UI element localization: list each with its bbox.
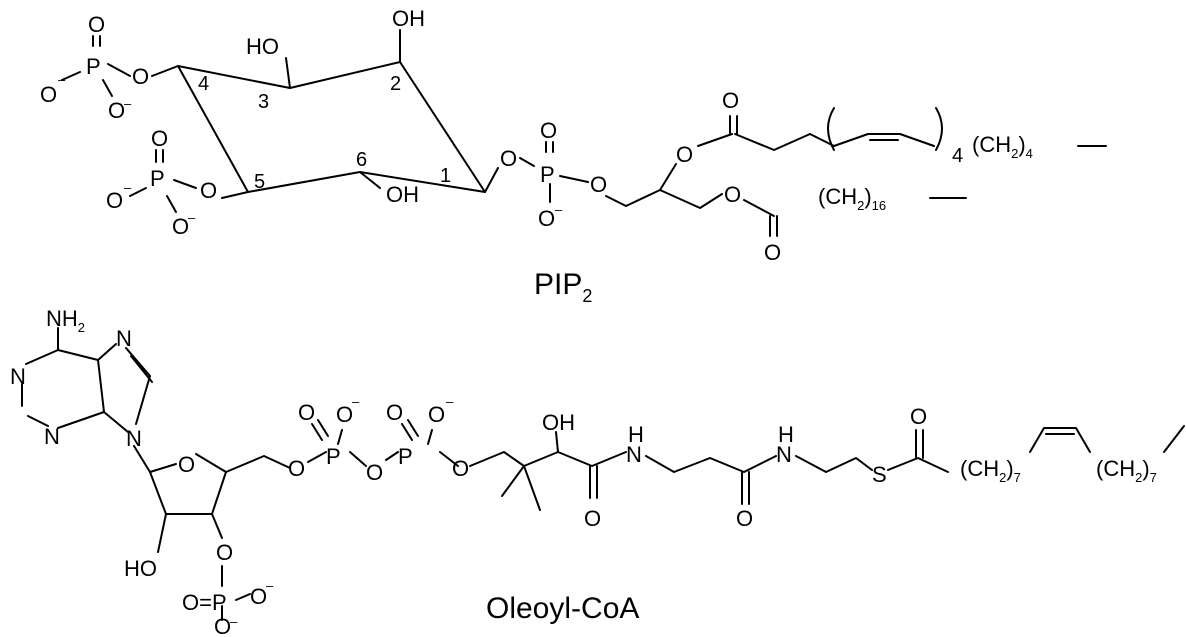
oleoyl-ch2-label-b: (CH2)7 (1096, 456, 1157, 485)
oleoyl-amide2-n: N (776, 442, 792, 467)
oleoyl-3prime-phosphate-bonds (221, 565, 251, 621)
oleoyl-p1-o-double: O (298, 400, 315, 425)
oleoyl-o-bridge: O (366, 460, 383, 485)
pip2-chain-repeat-bonds (809, 133, 935, 147)
pip2-chain-repeat-count: 4 (952, 145, 963, 167)
pip2-oh-c2: OH (392, 6, 425, 31)
pip2-ester1-o-link: O (676, 142, 693, 167)
oleoyl-p3: P (212, 590, 227, 615)
pip2-structure: OH HO OH 4 3 2 6 1 5 O P O O – O – O P O… (40, 6, 1107, 306)
pip2-ring-number-6: 6 (356, 149, 367, 171)
oleoyl-terminal-bond (1163, 425, 1185, 453)
pip2-chain-bracket-right (935, 107, 943, 151)
oleoyl-charge: – (266, 578, 274, 593)
pip2-name: PIP2 (534, 268, 592, 306)
pip2-ring-substituent-bonds (151, 29, 499, 199)
pip2-charge: – (555, 202, 563, 217)
oleoyl-charge: – (230, 614, 238, 629)
pip2-phosphate-upper-o-left: O (40, 82, 57, 107)
pip2-phosphate-lower-o-link: O (200, 178, 217, 203)
oleoyl-ribose-o: O (178, 452, 195, 477)
oleoyl-p1: P (326, 444, 341, 469)
oleoyl-amide1-h: H (628, 422, 644, 447)
pip2-ch2-label-b: (CH2)16 (818, 184, 886, 213)
pip2-ester1-o-carbonyl: O (722, 88, 739, 113)
pip2-ester2-o-carbonyl: O (764, 240, 781, 265)
pip2-ring-number-3: 3 (258, 91, 269, 113)
oleoyl-amide2-o: O (736, 506, 753, 531)
pip2-diester-o-bottom: O (538, 206, 555, 231)
oleoyl-nh2: NH2 (46, 306, 85, 335)
pip2-ring-number-4: 4 (198, 73, 209, 95)
pip2-charge: – (124, 96, 132, 111)
oleoyl-ho: HO (124, 556, 157, 581)
oleoyl-charge: – (352, 394, 360, 409)
pip2-diester-o-left: O (500, 146, 517, 171)
pip2-phosphate-upper-o-bottom: O (108, 98, 125, 123)
pip2-charge: – (124, 180, 132, 195)
oleoyl-amide2-h: H (778, 422, 794, 447)
pip2-phosphate-upper-o-double: O (88, 12, 105, 37)
pip2-charge: – (58, 72, 66, 87)
oleoyl-charge: – (446, 394, 454, 409)
oleoyl-diphosphate-bonds (307, 419, 459, 467)
oleoyl-o-3prime: O (216, 540, 233, 565)
oleoyl-cis-double-bond (1029, 427, 1091, 453)
oleoyl-coa-name: Oleoyl-CoA (486, 592, 639, 625)
pip2-glycerol-bonds (605, 115, 811, 237)
oleoyl-n9: N (126, 426, 142, 451)
pip2-ring-bonds (177, 61, 486, 193)
oleoyl-thioester-o: O (910, 404, 927, 429)
oleoyl-oh: OH (542, 410, 575, 435)
pip2-chain-bracket-left (827, 107, 835, 151)
oleoyl-p2-o-double: O (386, 400, 403, 425)
pip2-ch2-label-a: (CH2)4 (972, 132, 1033, 161)
oleoyl-o-link: O (452, 456, 469, 481)
pip2-charge: – (188, 210, 196, 225)
pip2-diester-o-double: O (540, 118, 557, 143)
oleoyl-o-5prime: O (288, 456, 305, 481)
oleoyl-p2: P (398, 444, 413, 469)
pip2-ring-number-2: 2 (390, 73, 401, 95)
oleoyl-n1: N (10, 364, 26, 389)
pip2-phosphate-lower-o-left: O (106, 188, 123, 213)
oleoyl-s: S (872, 462, 887, 487)
oleoyl-p3-o-right: O (250, 584, 267, 609)
pip2-diester-o-right: O (590, 172, 607, 197)
oleoyl-pantetheine-bonds (469, 429, 949, 511)
pip2-ho-c3: HO (246, 34, 279, 59)
pip2-phosphate-upper-o-link: O (132, 64, 149, 89)
pip2-phosphate-upper-p: P (86, 54, 101, 79)
pip2-phosphate-lower-o-double: O (151, 126, 168, 151)
pip2-diester-p: P (540, 162, 555, 187)
oleoyl-amide1-o: O (584, 506, 601, 531)
oleoyl-p2-o-minus: O (428, 402, 445, 427)
pip2-phosphate-upper-bonds (61, 35, 131, 97)
oleoyl-p1-o-minus: O (336, 402, 353, 427)
pip2-ring-number-5: 5 (254, 171, 265, 193)
pip2-phosphate-lower-bonds (129, 149, 197, 213)
oleoyl-p3-o-double: O= (182, 590, 212, 615)
pip2-oh-c6: OH (386, 182, 419, 207)
oleoyl-ribose-bonds (133, 445, 291, 553)
oleoyl-coa-structure: NH2 N N N N O HO O O= P O – O – O P O O … (10, 306, 1185, 637)
oleoyl-n3: N (44, 424, 60, 449)
pip2-phosphate-lower-p: P (150, 166, 165, 191)
pip2-phosphate-lower-o-bottom: O (172, 214, 189, 239)
oleoyl-adenine-bonds (21, 327, 153, 433)
oleoyl-p3-o-bottom: O (214, 614, 231, 637)
pip2-ring-number-1: 1 (440, 165, 451, 187)
pip2-ester2-o-link: O (724, 182, 741, 207)
oleoyl-n7: N (116, 326, 132, 351)
pip2-phosphodiester-bonds (519, 141, 589, 203)
oleoyl-ch2-label-a: (CH2)7 (960, 456, 1021, 485)
oleoyl-amide1-n: N (626, 442, 642, 467)
